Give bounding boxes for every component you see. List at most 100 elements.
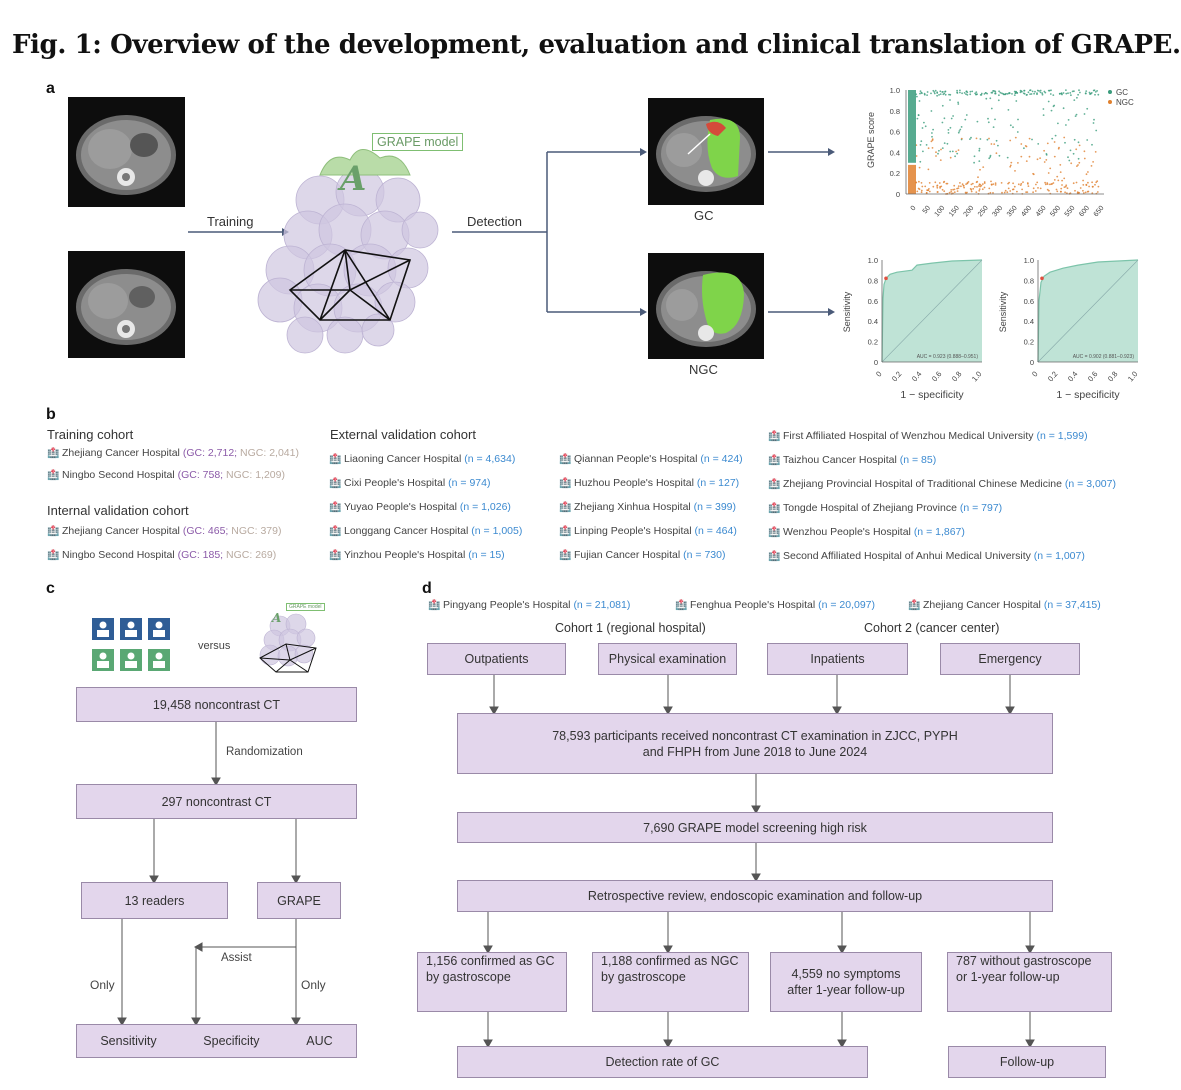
hospital-name: Ningbo Second Hospital xyxy=(62,469,175,481)
scatter-point-gc xyxy=(1057,122,1059,125)
scatter-point-gc xyxy=(978,149,981,152)
scatter-point-ngc xyxy=(1021,188,1023,191)
scatter-point-gc xyxy=(1078,89,1080,92)
scatter-point-gc xyxy=(949,150,952,153)
scatter-point-gc xyxy=(949,126,952,129)
scatter-point-gc xyxy=(934,89,937,92)
box-emergency: Emergency xyxy=(940,643,1080,675)
roc-ylabel: Sensitivity xyxy=(998,291,1008,332)
scatter-point-ngc xyxy=(1047,172,1050,174)
scatter-point-ngc xyxy=(1061,184,1063,186)
roc-xtick-label: 0.2 xyxy=(1046,370,1060,384)
box-follow-up: Follow-up xyxy=(948,1046,1106,1078)
scatter-point-gc xyxy=(1031,90,1034,93)
scatter-point-gc xyxy=(942,93,945,96)
scatter-point-gc xyxy=(939,90,942,93)
scatter-point-ngc xyxy=(1037,187,1039,189)
hospital-icon: 🏥 xyxy=(329,550,342,561)
scatter-point-gc xyxy=(919,90,922,92)
scatter-point-ngc xyxy=(1043,149,1045,152)
scatter-point-ngc xyxy=(1085,183,1088,186)
scatter-point-gc xyxy=(956,91,958,94)
scatter-point-ngc xyxy=(975,137,978,140)
scatter-point-ngc xyxy=(1009,164,1012,167)
box-13-readers: 13 readers xyxy=(81,882,228,919)
scatter-point-ngc xyxy=(981,188,984,191)
scatter-point-ngc xyxy=(943,190,946,193)
scatter-point-ngc xyxy=(1044,183,1047,186)
scatter-point-gc xyxy=(1021,90,1023,93)
roc-diagonal xyxy=(1037,259,1139,363)
scatter-point-ngc xyxy=(949,156,952,159)
external-hospital: 🏥Yinzhou People's Hospital (n = 15) xyxy=(329,549,505,561)
scatter-point-ngc xyxy=(952,188,954,191)
scatter-point-ngc xyxy=(1094,183,1096,186)
scatter-point-ngc xyxy=(1069,192,1072,194)
scatter-point-gc xyxy=(932,128,934,131)
scatter-point-ngc xyxy=(978,189,981,192)
scatter-point-ngc xyxy=(1053,179,1056,181)
scatter-point-ngc xyxy=(1065,184,1068,187)
roc-xtick-label: 0.8 xyxy=(1106,370,1120,384)
scatter-point-gc xyxy=(1044,91,1047,94)
randomization-label: Randomization xyxy=(226,746,303,758)
box-outpatients: Outpatients xyxy=(427,643,566,675)
arrow-to-scatter xyxy=(768,148,835,156)
scatter-point-ngc xyxy=(1017,183,1020,186)
scatter-point-ngc xyxy=(962,184,965,187)
scatter-point-gc xyxy=(1050,109,1053,112)
box-high-risk: 7,690 GRAPE model screening high risk xyxy=(457,812,1053,843)
grape-model-illustration: A xyxy=(257,149,439,354)
external-hospital: 🏥Linping People's Hospital (n = 464) xyxy=(559,525,737,537)
prospective-hospital-1: 🏥Pingyang People's Hospital (n = 21,081) xyxy=(428,599,630,611)
scatter-point-ngc xyxy=(971,182,974,185)
roc-xtick-label: 0.4 xyxy=(910,370,924,384)
scatter-point-ngc xyxy=(992,192,994,194)
scatter-point-gc xyxy=(1086,107,1089,110)
hospital-n: (n = 3,007) xyxy=(1064,478,1116,490)
scatter-point-gc xyxy=(1091,143,1093,146)
scatter-point-ngc xyxy=(988,187,991,190)
scatter-point-ngc xyxy=(1088,185,1090,188)
scatter-point-ngc xyxy=(981,183,984,185)
grape-model-mini-tag: GRAPE model xyxy=(286,603,325,611)
legend-ngc-marker xyxy=(1108,100,1112,104)
scatter-point-gc xyxy=(965,90,968,93)
scatter-point-gc xyxy=(970,136,972,139)
scatter-xtick-label: 450 xyxy=(1035,205,1048,219)
hospital-name: Yuyao People's Hospital xyxy=(344,501,457,513)
scatter-point-gc xyxy=(1054,134,1057,137)
scatter-point-gc xyxy=(1065,89,1067,91)
hospital-n: (n = 424) xyxy=(700,453,743,465)
panel-label-d: d xyxy=(422,580,432,597)
scatter-point-ngc xyxy=(1020,143,1023,145)
scatter-point-gc xyxy=(976,120,979,123)
roc-ytick-label: 0.2 xyxy=(868,338,878,347)
scatter-point-ngc xyxy=(916,190,919,193)
scatter-point-ngc xyxy=(931,147,934,149)
scatter-point-ngc xyxy=(1014,170,1016,172)
scatter-point-ngc xyxy=(977,176,979,179)
hospital-icon: 🏥 xyxy=(47,448,60,459)
scatter-point-gc xyxy=(1065,124,1067,126)
scatter-point-ngc xyxy=(1063,136,1066,139)
scatter-point-ngc xyxy=(1077,191,1080,194)
box-without-gastroscope: 787 without gastroscope or 1-year follow… xyxy=(947,952,1112,1012)
scatter-point-ngc xyxy=(915,155,918,157)
scatter-ytick-label: 0.8 xyxy=(890,107,900,116)
scatter-point-gc xyxy=(1012,126,1014,129)
scatter-point-gc xyxy=(930,92,932,95)
roc-operating-point xyxy=(1040,276,1044,281)
scatter-point-ngc xyxy=(953,184,956,187)
scatter-point-ngc xyxy=(930,140,933,143)
hospital-icon: 🏥 xyxy=(675,600,688,611)
svg-text:A: A xyxy=(337,159,366,199)
scatter-point-ngc xyxy=(1064,191,1066,194)
scatter-point-gc xyxy=(917,114,920,117)
roc-ytick-label: 0.2 xyxy=(1024,338,1034,347)
figure-title: Fig. 1: Overview of the development, eva… xyxy=(12,30,1181,60)
only-left-label: Only xyxy=(90,978,115,992)
scatter-point-gc xyxy=(969,90,972,93)
scatter-point-ngc xyxy=(926,189,929,192)
